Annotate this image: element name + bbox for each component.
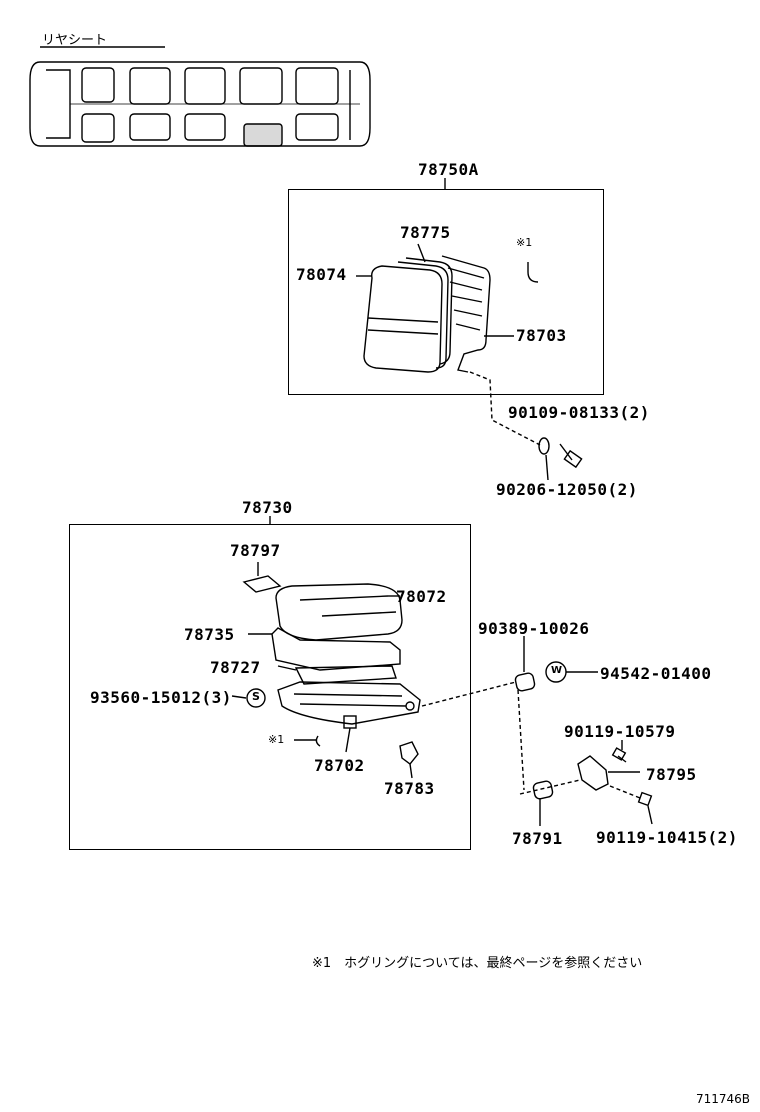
washer-top-icon	[538, 437, 550, 455]
label-78730: 78730	[242, 498, 293, 517]
footnote: ※1 ホグリングについては、最終ページを参照ください	[312, 956, 643, 971]
label-90389: 90389-10026	[478, 619, 590, 638]
label-78702: 78702	[314, 756, 365, 775]
vehicle-layout-icon	[29, 61, 371, 147]
w-mark-letter: W	[551, 665, 563, 676]
seat-tag	[242, 575, 282, 593]
label-78791: 78791	[512, 829, 563, 848]
clip-78783	[399, 741, 419, 765]
label-78783: 78783	[384, 779, 435, 798]
seat-cushion-assembly-box	[69, 524, 471, 850]
label-90119b: 90119-10415(2)	[596, 828, 738, 847]
bracket-78795	[577, 755, 609, 791]
bolt-90119-10415	[637, 791, 653, 807]
seat-back-frame	[441, 255, 491, 373]
label-ref1-top: ※1	[516, 236, 533, 249]
figure-id: 711746B	[696, 1092, 751, 1106]
seat-back-cover	[397, 261, 449, 369]
hog-ring-top	[527, 262, 539, 283]
label-78775: 78775	[400, 223, 451, 242]
label-78703: 78703	[516, 326, 567, 345]
seat-back-pad	[363, 265, 443, 373]
label-78074: 78074	[296, 265, 347, 284]
label-washer-top: 90206-12050(2)	[496, 480, 638, 499]
label-ref1-bottom: ※1	[268, 733, 285, 746]
seat-cushion-sheet	[294, 665, 397, 685]
seat-back-assembly-box	[288, 189, 604, 395]
label-bolt-top: 90109-08133(2)	[508, 403, 650, 422]
label-78797: 78797	[230, 541, 281, 560]
label-90119a: 90119-10579	[564, 722, 676, 741]
screw-s-mark	[246, 688, 266, 708]
bushing-90389	[514, 672, 536, 692]
section-title: リヤシート	[42, 33, 108, 48]
bolt-top-icon	[559, 443, 573, 461]
label-screw-s: 93560-15012(3)	[90, 688, 232, 707]
seat-cushion-cover	[271, 627, 401, 671]
seat-cushion-pad	[275, 583, 403, 641]
s-mark-letter: S	[252, 690, 260, 703]
label-78727: 78727	[210, 658, 261, 677]
label-78795: 78795	[646, 765, 697, 784]
bushing-78791	[532, 780, 554, 800]
label-78072: 78072	[396, 587, 447, 606]
label-94542: 94542-01400	[600, 664, 712, 683]
label-78735: 78735	[184, 625, 235, 644]
label-78750a: 78750A	[418, 160, 479, 179]
hog-ring-bottom	[315, 735, 321, 747]
